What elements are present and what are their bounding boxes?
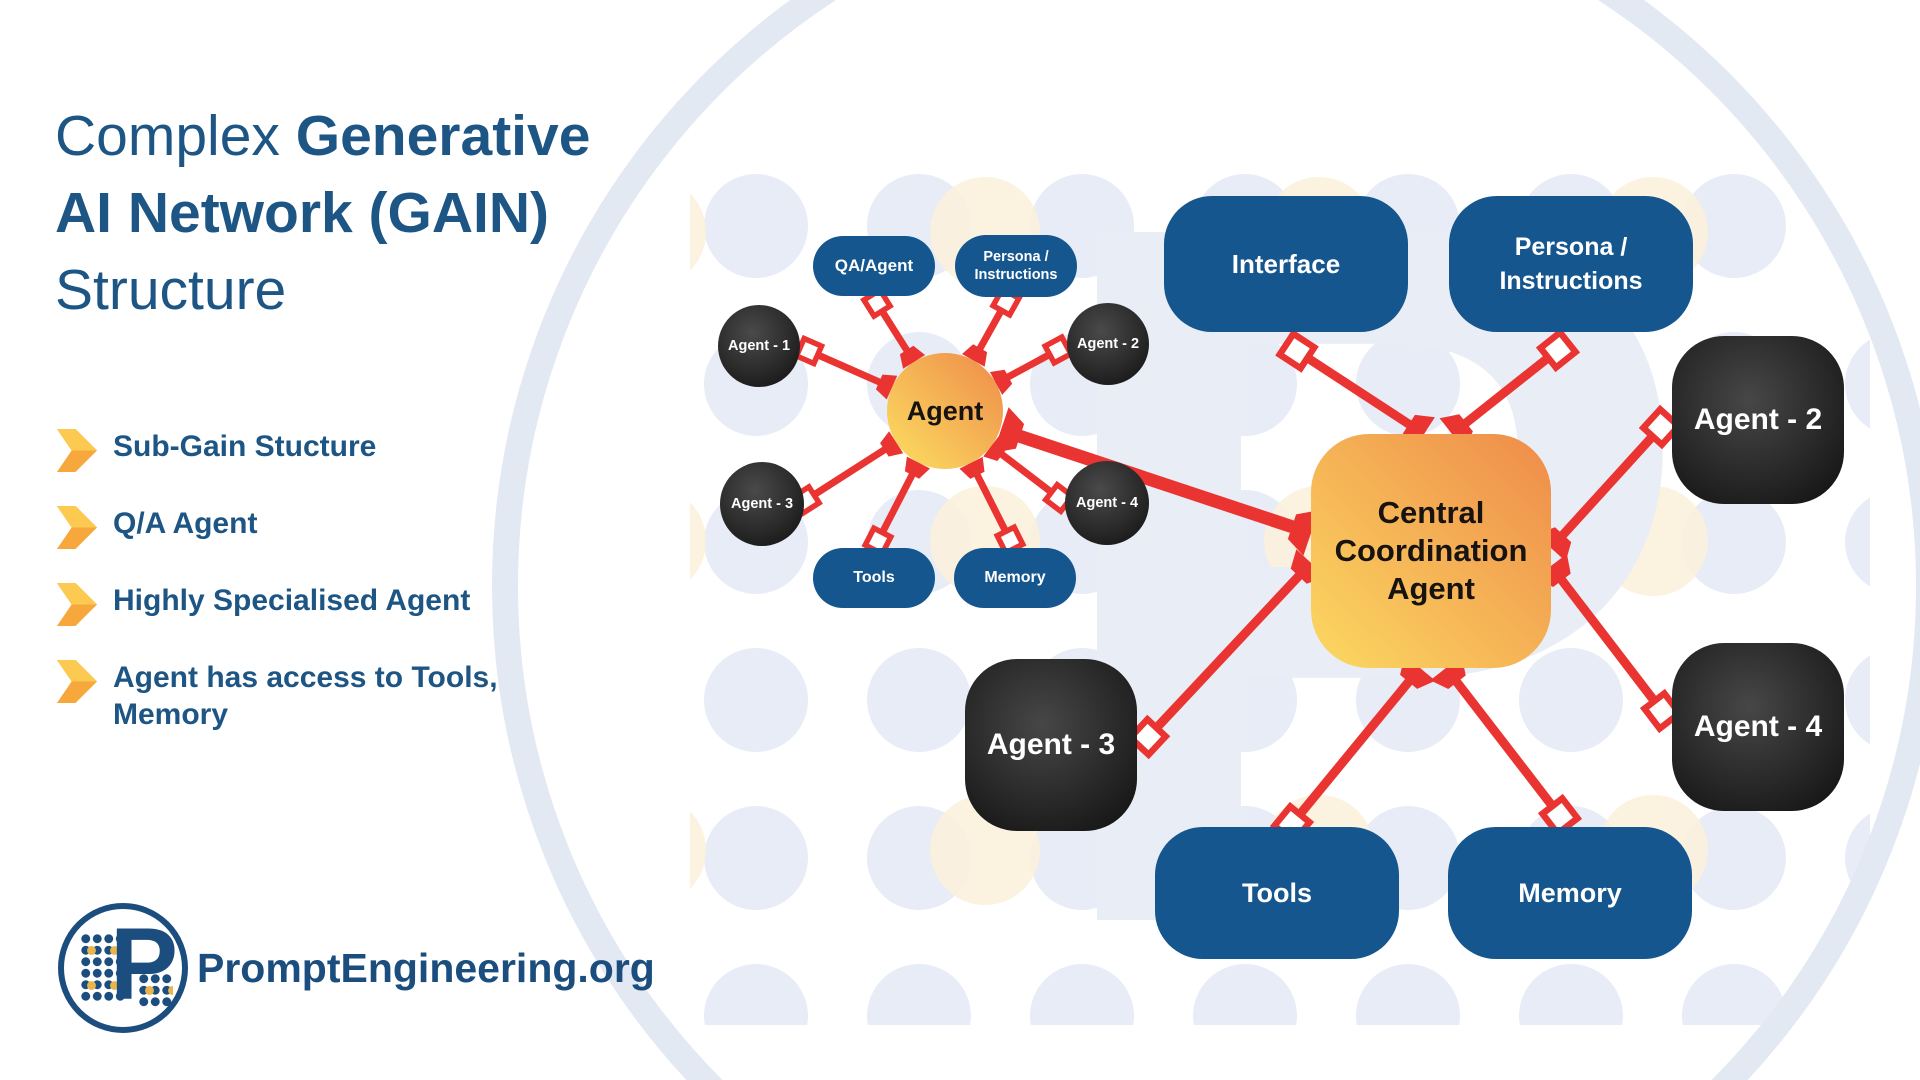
connector-endpoint <box>1639 688 1685 734</box>
logo-dots-icon <box>80 933 126 1003</box>
node-agent-2-sub: Agent - 2 <box>1067 303 1149 385</box>
bullet-label: Agent has access to Tools, Memory <box>113 661 498 731</box>
node-agent-hub: Agent <box>887 353 1003 469</box>
node-memory: Memory <box>1448 827 1692 959</box>
connector-stub <box>1287 510 1319 556</box>
node-tools-sub: Tools <box>813 548 935 608</box>
connector-line <box>804 439 899 503</box>
connector-line <box>1288 665 1424 827</box>
arrow-bullet-icon <box>56 583 98 626</box>
connector-line <box>988 443 1062 501</box>
logo-monogram: P <box>110 907 179 1021</box>
background-ring <box>492 0 1920 1080</box>
bullet-item: Highly Specialised Agent <box>55 582 555 627</box>
node-tools: Tools <box>1155 827 1399 959</box>
logo-dots-icon <box>138 973 173 1008</box>
node-interface: Interface <box>1164 196 1408 332</box>
connector-endpoint <box>1125 714 1171 760</box>
node-agent-4: Agent - 4 <box>1672 643 1844 811</box>
page-title: Complex Generative AI Network (GAIN) Str… <box>55 104 591 322</box>
connector-endpoint <box>1535 327 1581 373</box>
connector-endpoint <box>1275 329 1319 373</box>
bullet-item: Q/A Agent <box>55 505 555 550</box>
connector-line <box>967 461 1014 542</box>
connector-line <box>874 460 922 543</box>
arrow-bullet-icon <box>56 506 98 549</box>
node-qa-agent-sub: QA/Agent <box>813 236 935 296</box>
node-memory-sub: Memory <box>954 548 1076 608</box>
bullet-label: Sub-Gain Stucture <box>113 430 377 463</box>
connector-line <box>1442 665 1564 819</box>
connector-line <box>807 347 894 391</box>
brand-logo-icon: P <box>58 903 188 1033</box>
connector-stub <box>880 431 904 457</box>
arrow-bullet-icon <box>56 660 98 703</box>
connector-line <box>1547 563 1666 714</box>
node-agent-3: Agent - 3 <box>965 659 1137 831</box>
connector-stub <box>899 345 926 369</box>
connector-stub <box>875 374 898 400</box>
brand-footer: P PromptEngineering.org <box>58 903 655 1033</box>
connector-line <box>1449 346 1561 438</box>
node-agent-4-sub: Agent - 4 <box>1065 461 1149 545</box>
node-persona-instructions: Persona / Instructions <box>1449 196 1693 332</box>
brand-name: PromptEngineering.org <box>197 944 655 991</box>
node-agent-1-sub: Agent - 1 <box>718 305 800 387</box>
connector-line <box>1144 559 1315 741</box>
connector-stub <box>962 344 988 367</box>
connector-endpoint <box>792 334 826 368</box>
bullet-item: Sub-Gain Stucture <box>55 428 555 473</box>
bullet-label: Highly Specialised Agent <box>113 584 471 617</box>
arrow-bullet-icon <box>56 429 98 472</box>
node-agent-2: Agent - 2 <box>1672 336 1844 504</box>
node-agent-3-sub: Agent - 3 <box>720 462 804 546</box>
bullet-list: Sub-Gain Stucture Q/A Agent Highly Speci… <box>55 428 555 765</box>
connector-stub <box>904 456 930 479</box>
node-central-coordination-agent: Central Coordination Agent <box>1311 434 1551 668</box>
connector-stub <box>989 369 1013 395</box>
connector-line <box>1547 423 1665 552</box>
connector-endpoint <box>1537 793 1583 839</box>
connector-endpoint <box>1638 404 1684 450</box>
connector-stub <box>993 407 1025 453</box>
bullet-item: Agent has access to Tools, Memory <box>55 659 555 733</box>
bullet-label: Q/A Agent <box>113 507 258 540</box>
node-persona-instructions-sub: Persona / Instructions <box>955 235 1077 297</box>
connector-line <box>1294 347 1427 438</box>
left-panel: Complex Generative AI Network (GAIN) Str… <box>55 0 655 1080</box>
connector-stub <box>959 456 985 479</box>
connector-line <box>998 423 1314 540</box>
connector-endpoint <box>1041 333 1075 367</box>
